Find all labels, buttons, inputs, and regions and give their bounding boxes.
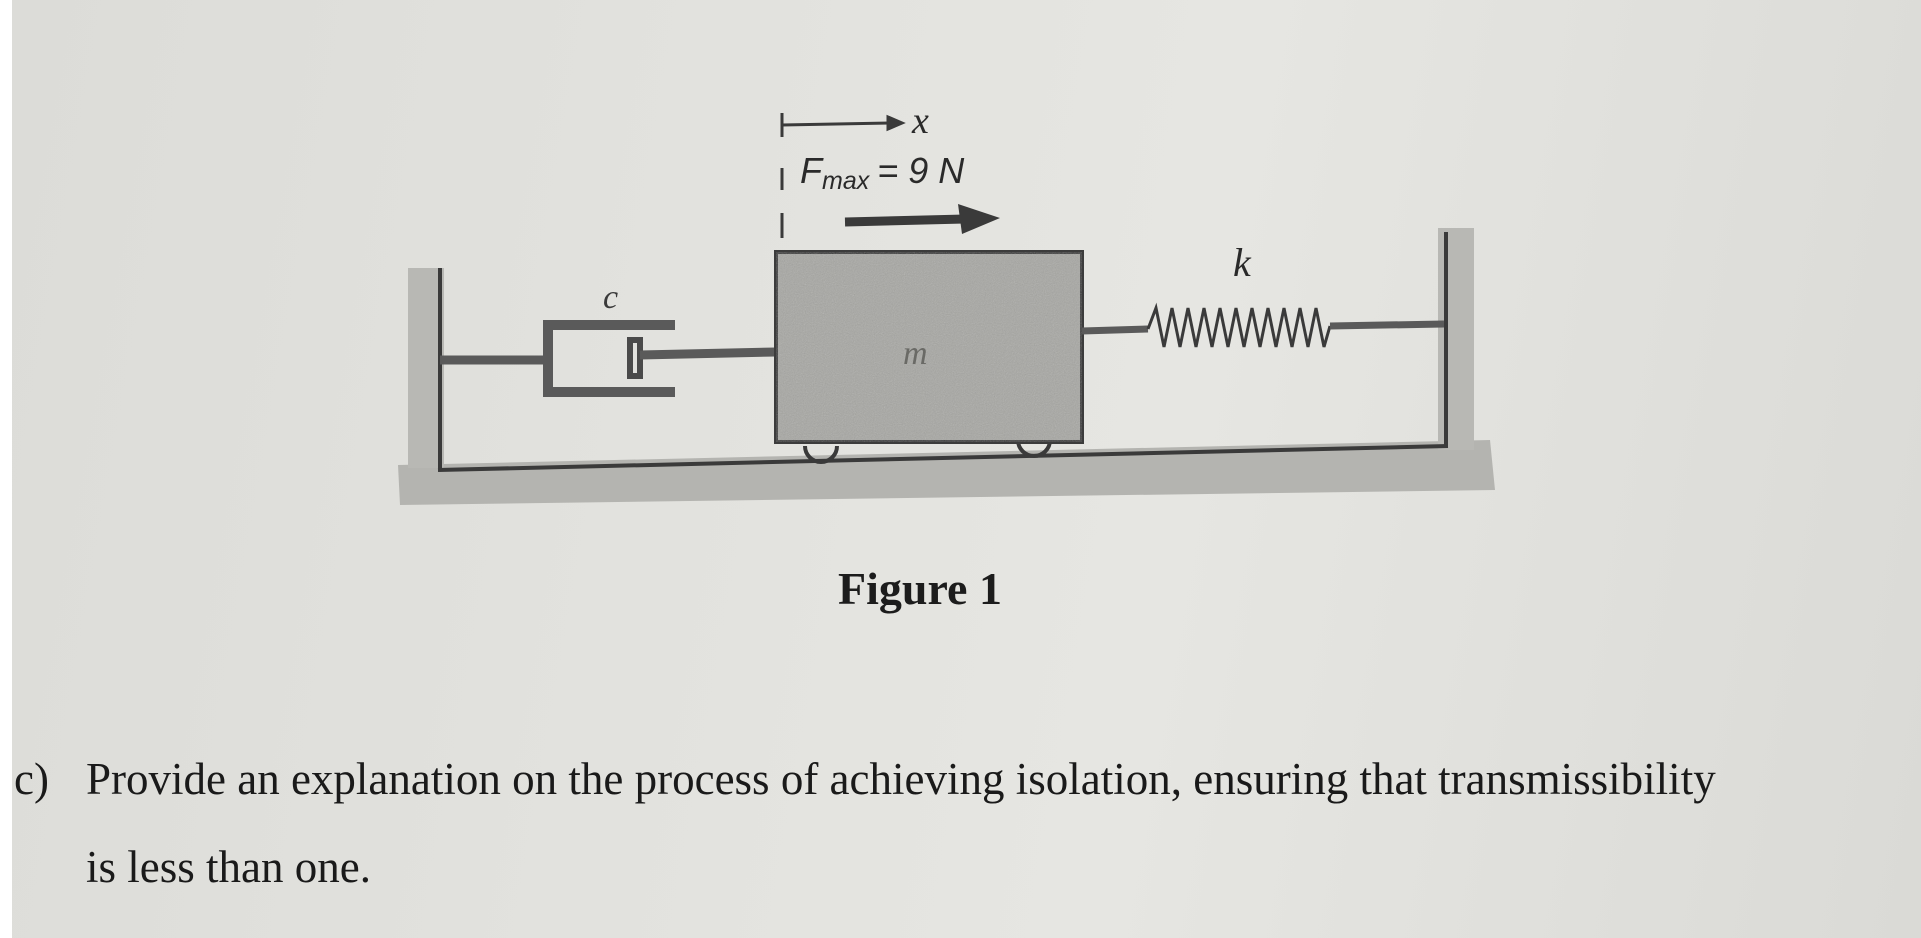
- figure-caption: Figure 1: [838, 563, 1002, 614]
- displacement-label: x: [911, 100, 929, 142]
- displacement-indicator: [780, 113, 906, 238]
- question-text-line-1: Provide an explanation on the process of…: [86, 754, 1716, 804]
- question-text-line-2: is less than one.: [86, 842, 371, 892]
- support-frame: [437, 232, 1449, 472]
- force-label: Fmax= 9 N: [800, 150, 965, 195]
- force-value: = 9 N: [877, 150, 965, 191]
- question-c: c) Provide an explanation on the process …: [14, 735, 1904, 911]
- cart-wheels: [803, 439, 1052, 464]
- ground-hatching: [398, 440, 1495, 505]
- force-arrow: [844, 204, 1000, 234]
- question-label: c): [14, 754, 49, 804]
- force-symbol: F: [800, 150, 824, 191]
- damper-label: c: [603, 279, 618, 316]
- force-subscript: max: [822, 167, 871, 195]
- spring: [1081, 302, 1445, 348]
- spring-label: k: [1233, 240, 1252, 285]
- right-wall-hatching: [1438, 228, 1474, 450]
- question-line-1: c) Provide an explanation on the process …: [14, 735, 1904, 823]
- mass-label: m: [903, 335, 928, 372]
- damper: [440, 320, 777, 397]
